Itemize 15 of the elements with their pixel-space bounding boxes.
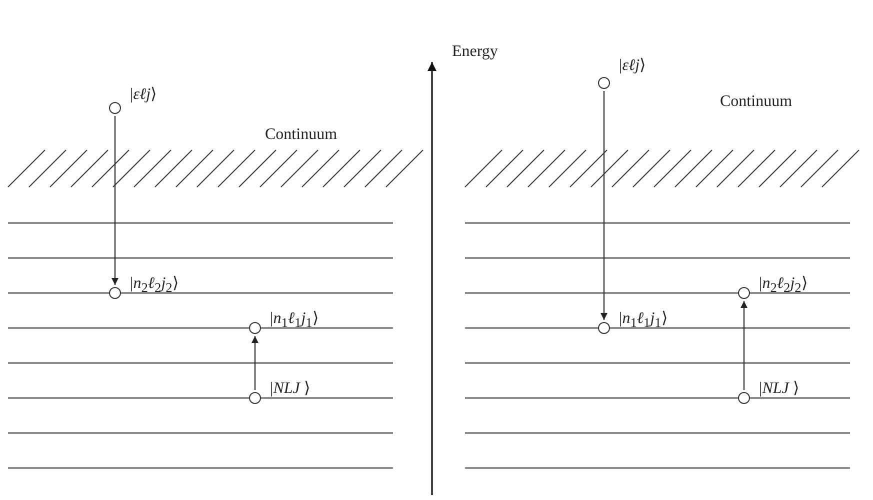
transition-arrow <box>740 301 748 390</box>
state-label: |NLJ ⟩ <box>759 379 799 399</box>
region-label: Continuum <box>720 92 792 112</box>
axis-label: Energy <box>452 42 498 62</box>
region-label: Continuum <box>265 125 338 145</box>
state-label: |εℓj⟩ <box>619 56 646 76</box>
transition-arrow <box>112 116 118 285</box>
state-label: |n$_{2}$ℓ$_{2}$j$_{2}$⟩ <box>759 274 808 298</box>
state-label: |NLJ ⟩ <box>270 379 310 399</box>
state-label: |n$_{2}$ℓ$_{2}$j$_{2}$⟩ <box>130 274 178 298</box>
state-label: |n$_{1}$ℓ$_{1}$j$_{1}$⟩ <box>270 309 318 332</box>
transition-arrow <box>600 91 608 320</box>
state-label: |εℓj⟩ <box>130 85 157 105</box>
transition-arrow <box>252 336 258 390</box>
state-label: |n$_{1}$ℓ$_{1}$j$_{1}$⟩ <box>619 309 668 332</box>
